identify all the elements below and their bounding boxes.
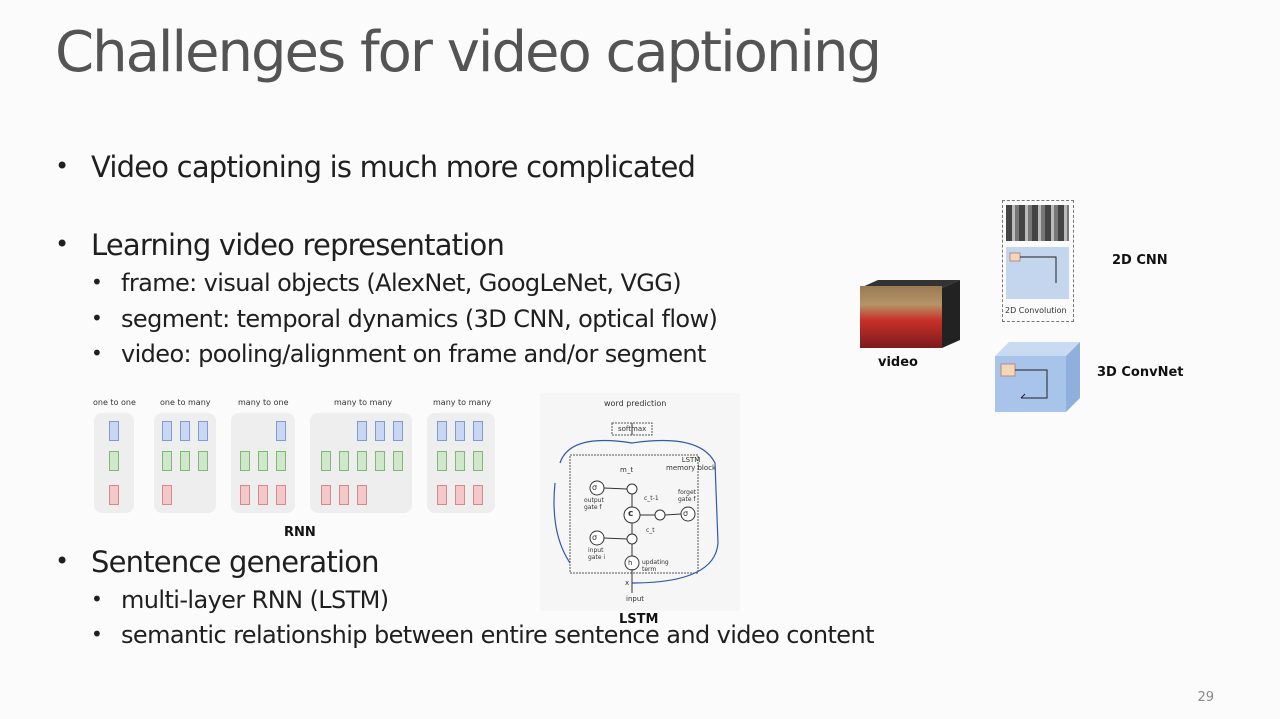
input-cell — [339, 485, 349, 505]
output-cell — [162, 421, 172, 441]
output-cell — [180, 421, 190, 441]
input-cell — [473, 485, 483, 505]
lstm-caption: LSTM — [619, 612, 659, 627]
rnn-group — [427, 413, 495, 513]
hidden-cell — [198, 451, 208, 471]
lstm-mt: m_t — [620, 466, 634, 474]
lstm-h: h — [628, 559, 633, 567]
rnn-group-label: one to one — [93, 398, 136, 407]
conv2d-label: 2D Convolution — [1005, 306, 1067, 315]
input-cell — [321, 485, 331, 505]
video-label: video — [878, 355, 918, 370]
hidden-cell — [473, 451, 483, 471]
hidden-cell — [321, 451, 331, 471]
input-cell — [240, 485, 250, 505]
output-cell — [198, 421, 208, 441]
cnn2d-label: 2D CNN — [1112, 253, 1168, 268]
rnn-group-label: one to many — [160, 398, 211, 407]
output-cell — [357, 421, 367, 441]
input-cell — [357, 485, 367, 505]
lstm-sigma: σ — [592, 483, 598, 492]
hidden-cell — [375, 451, 385, 471]
bullet-sentence-generation: Sentence generation — [55, 545, 380, 579]
hidden-cell — [339, 451, 349, 471]
output-cell — [393, 421, 403, 441]
rnn-group — [231, 413, 295, 513]
page-number: 29 — [1197, 690, 1214, 705]
cube-3d-shape — [995, 342, 1080, 412]
hidden-cell — [437, 451, 447, 471]
hidden-cell — [258, 451, 268, 471]
hidden-cell — [109, 451, 119, 471]
rnn-group-label: many to one — [238, 398, 289, 407]
lstm-memory-block: LSTM memory block — [666, 456, 717, 472]
sub-bullet-segment: segment: temporal dynamics (3D CNN, opti… — [91, 305, 718, 333]
hidden-cell — [162, 451, 172, 471]
rnn-diagram: one to one one to many many to one many … — [90, 395, 500, 520]
output-cell — [109, 421, 119, 441]
lstm-updating-term: updating term — [642, 559, 669, 573]
lstm-sigma: σ — [683, 509, 689, 518]
lstm-forget-gate: forget gate f — [678, 489, 696, 503]
lstm-ct1: c_t-1 — [644, 495, 659, 502]
lstm-sigma: σ — [592, 533, 598, 542]
sub-bullet-frame: frame: visual objects (AlexNet, GoogLeNe… — [91, 269, 682, 297]
output-cell — [375, 421, 385, 441]
lstm-ct: c_t — [646, 527, 655, 534]
lstm-schematic — [553, 422, 719, 593]
rnn-caption: RNN — [284, 525, 316, 540]
hidden-cell — [276, 451, 286, 471]
hidden-cell — [455, 451, 465, 471]
lstm-x: x — [625, 579, 630, 587]
input-cell — [109, 485, 119, 505]
input-cell — [258, 485, 268, 505]
conv3d-label: 3D ConvNet — [1097, 365, 1184, 380]
lstm-word-prediction: word prediction — [604, 399, 667, 408]
rnn-group — [154, 413, 216, 513]
lstm-output-gate: output gate f — [584, 497, 604, 511]
convolution-map — [1006, 247, 1069, 299]
sub-bullet-video: video: pooling/alignment on frame and/or… — [91, 340, 706, 368]
rnn-group — [94, 413, 134, 513]
slide-title: Challenges for video captioning — [55, 20, 882, 85]
input-cell — [437, 485, 447, 505]
video-frame-image — [860, 286, 942, 348]
input-cell — [162, 485, 172, 505]
lstm-input: input — [626, 595, 645, 603]
bullet-video-captioning: Video captioning is much more complicate… — [55, 150, 696, 184]
output-cell — [473, 421, 483, 441]
hidden-cell — [393, 451, 403, 471]
filter-bank-icon — [1006, 205, 1069, 241]
rnn-group — [310, 413, 412, 513]
cnn-2d-diagram: 2D Convolution — [1002, 200, 1074, 322]
output-cell — [455, 421, 465, 441]
convnet-3d-cube — [995, 342, 1080, 412]
output-cell — [437, 421, 447, 441]
lstm-c: c — [628, 509, 634, 519]
convolution-arrow-icon — [1009, 252, 1057, 283]
output-cell — [276, 421, 286, 441]
rnn-group-label: many to many — [334, 398, 393, 407]
rnn-group-label: many to many — [433, 398, 492, 407]
hidden-cell — [357, 451, 367, 471]
sub-bullet-semantic: semantic relationship between entire sen… — [91, 621, 874, 649]
input-cell — [455, 485, 465, 505]
lstm-softmax: softmax — [618, 425, 647, 433]
lstm-diagram: word prediction softmax LSTM memory bloc… — [540, 393, 740, 611]
bullet-learning-representation: Learning video representation — [55, 228, 505, 262]
video-frame-stack — [860, 280, 960, 350]
lstm-input-gate: input gate i — [588, 547, 606, 561]
hidden-cell — [180, 451, 190, 471]
sub-bullet-multilayer-rnn: multi-layer RNN (LSTM) — [91, 586, 389, 614]
input-cell — [276, 485, 286, 505]
hidden-cell — [240, 451, 250, 471]
